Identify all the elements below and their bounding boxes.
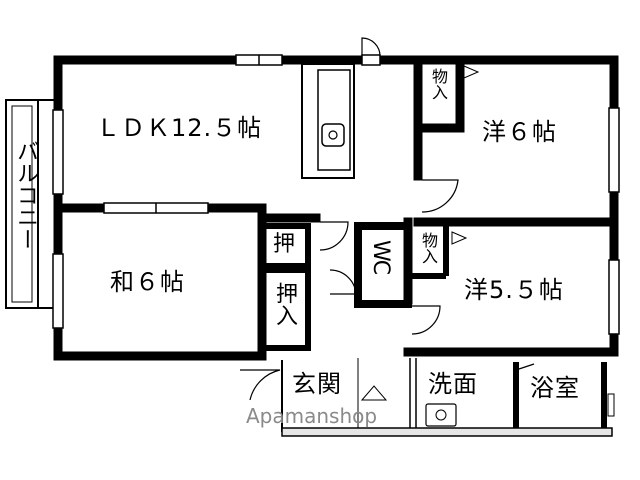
oshiire-small-label: 押: [273, 232, 296, 257]
wc-room: [354, 222, 412, 308]
washroom-label: 洗面: [428, 370, 478, 398]
entrance-label: 玄関: [292, 370, 342, 398]
western-6-label: 洋６帖: [482, 118, 557, 146]
bathroom-label: 浴室: [530, 374, 580, 402]
japanese-6-label: 和６帖: [110, 268, 185, 296]
kitchen-counter: [301, 63, 355, 179]
windows: [52, 54, 620, 335]
lower-area: [281, 358, 615, 437]
balcony-label: バルコニー: [13, 140, 38, 250]
watermark-apamanshop: Apamanshop: [246, 404, 378, 428]
oshiire-box: [259, 223, 311, 351]
doors: [240, 37, 535, 401]
oshiire-label: 押入: [272, 282, 297, 326]
closet-mid: [412, 226, 468, 279]
closet-top-marker: [463, 65, 480, 79]
closet-mid-label: 物入: [419, 232, 438, 264]
wc-label: WC: [368, 240, 393, 274]
western-5-5-label: 洋5.５帖: [464, 276, 564, 304]
ldk-label: ＬＤＫ12.５帖: [96, 114, 263, 142]
closet-top-label: 物入: [429, 68, 448, 100]
